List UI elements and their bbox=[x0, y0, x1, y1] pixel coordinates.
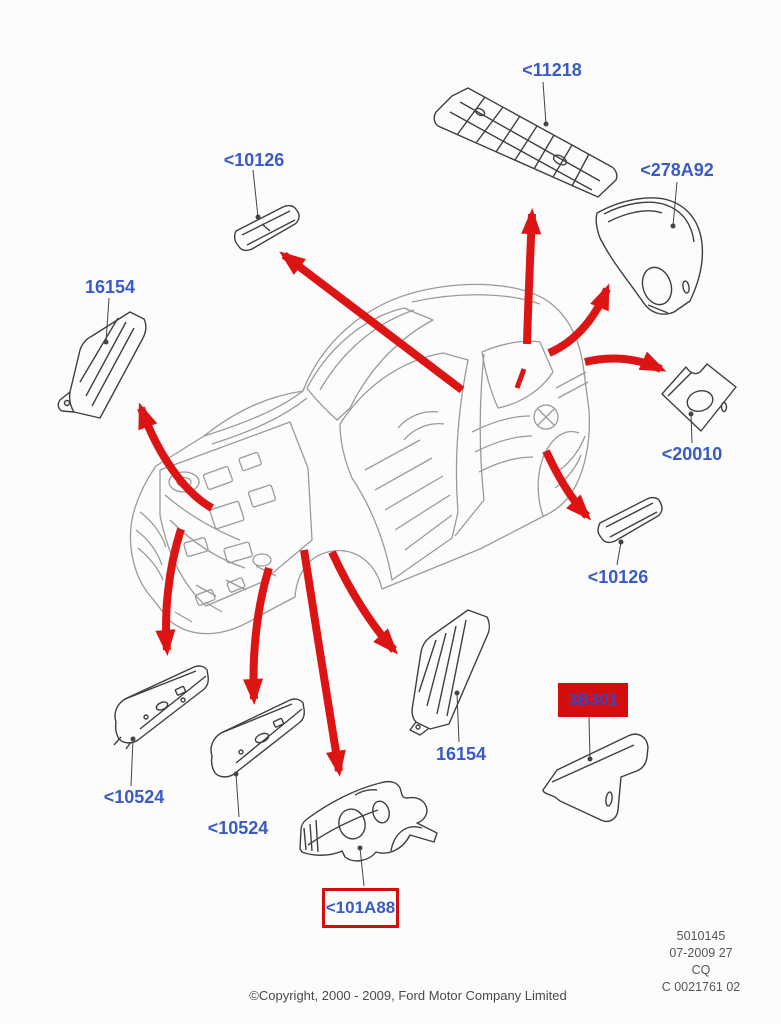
leader-10524-mid bbox=[235, 773, 240, 818]
copyright-text: ©Copyright, 2000 - 2009, Ford Motor Comp… bbox=[249, 988, 567, 1003]
leader-10126-top bbox=[252, 169, 259, 218]
arrow-to-16154-left bbox=[137, 402, 215, 512]
part-label-10524-mid: <10524 bbox=[207, 818, 269, 838]
drawing-code: CQ bbox=[691, 963, 711, 977]
part-sketch-16154-left bbox=[57, 311, 147, 419]
engine-bay-details bbox=[159, 421, 313, 607]
arrow-to-278a92 bbox=[547, 283, 611, 357]
front-fascia-hatch bbox=[135, 511, 167, 581]
front-subframe-details bbox=[174, 577, 246, 623]
rear-bumper-lines bbox=[554, 435, 586, 489]
seat-pan-curves bbox=[397, 410, 445, 441]
arrow-tail-11218 bbox=[514, 368, 527, 389]
leader-10126-right bbox=[616, 541, 622, 566]
leader-10524-left bbox=[130, 738, 134, 787]
arrow-to-16154-bottom bbox=[328, 550, 399, 655]
part-label-101a88: <101A88 bbox=[325, 898, 396, 917]
part-sketch-11218 bbox=[433, 87, 618, 198]
rear-wheel-arch bbox=[537, 430, 580, 517]
part-label-101a88-highlight-box: <101A88 bbox=[322, 888, 399, 928]
part-label-3b301: 3B301 bbox=[567, 690, 619, 709]
part-label-10126-right: <10126 bbox=[587, 567, 649, 587]
part-label-278a92: <278A92 bbox=[640, 160, 714, 180]
part-sketch-278a92 bbox=[595, 197, 704, 315]
drawing-number: 5010145 bbox=[676, 929, 726, 943]
rear-floor-slats bbox=[471, 415, 534, 473]
leader-20010 bbox=[690, 413, 693, 444]
part-sketch-16154-bottom bbox=[409, 609, 490, 736]
cowl-lines bbox=[203, 390, 308, 445]
part-sketches bbox=[57, 87, 737, 862]
arrow-to-10524-left bbox=[155, 527, 185, 656]
leader-11218 bbox=[542, 81, 547, 125]
leader-278a92 bbox=[672, 181, 678, 227]
arrow-to-10126-top bbox=[279, 251, 465, 394]
callout-arrows bbox=[137, 208, 667, 777]
part-label-16154-left: 16154 bbox=[84, 277, 136, 297]
rear-hatch-lines bbox=[555, 371, 589, 399]
door-aperture bbox=[339, 352, 469, 581]
leader-16154-bottom bbox=[456, 692, 460, 743]
part-sketch-20010 bbox=[661, 363, 737, 432]
roof-inner-line bbox=[319, 309, 415, 391]
part-label-10126-top: <10126 bbox=[223, 150, 285, 170]
part-sketch-10126-right bbox=[597, 496, 663, 544]
drawing-number-block: 5010145 07-2009 27 CQ C 0021761 02 bbox=[621, 928, 781, 996]
arrow-to-10126-right bbox=[542, 449, 592, 521]
part-label-11218: <11218 bbox=[522, 60, 582, 80]
drawing-revision: C 0021761 02 bbox=[661, 980, 741, 994]
part-sketch-10126-top bbox=[233, 204, 300, 252]
quarter-window-opening bbox=[481, 340, 554, 409]
part-label-10524-left: <10524 bbox=[103, 787, 165, 807]
drawing-date: 07-2009 27 bbox=[669, 946, 733, 960]
car-body-sketch bbox=[129, 283, 591, 635]
part-sketch-101a88 bbox=[299, 780, 438, 862]
leader-lines bbox=[103, 81, 694, 887]
car-silhouette bbox=[129, 283, 591, 635]
arrow-to-10524-mid bbox=[243, 566, 273, 705]
part-label-20010: <20010 bbox=[661, 444, 723, 464]
fuel-filler-detail bbox=[533, 404, 559, 430]
arrow-to-101a88 bbox=[300, 549, 346, 777]
part-sketch-3b301 bbox=[542, 733, 649, 823]
b-pillar bbox=[454, 353, 485, 537]
part-label-3b301-highlight-box: 3B301 bbox=[558, 683, 628, 717]
part-sketch-10524-left bbox=[113, 665, 209, 750]
roof-rail-line bbox=[411, 294, 541, 305]
arrow-to-11218 bbox=[521, 208, 542, 345]
leader-3b301 bbox=[588, 716, 591, 760]
leader-101a88 bbox=[359, 847, 365, 887]
part-sketch-10524-mid bbox=[210, 698, 305, 778]
arrow-to-20010 bbox=[584, 351, 667, 373]
part-label-16154-bottom: 16154 bbox=[435, 744, 487, 764]
leader-16154-left bbox=[105, 297, 110, 343]
floor-pan-slats bbox=[364, 439, 453, 551]
